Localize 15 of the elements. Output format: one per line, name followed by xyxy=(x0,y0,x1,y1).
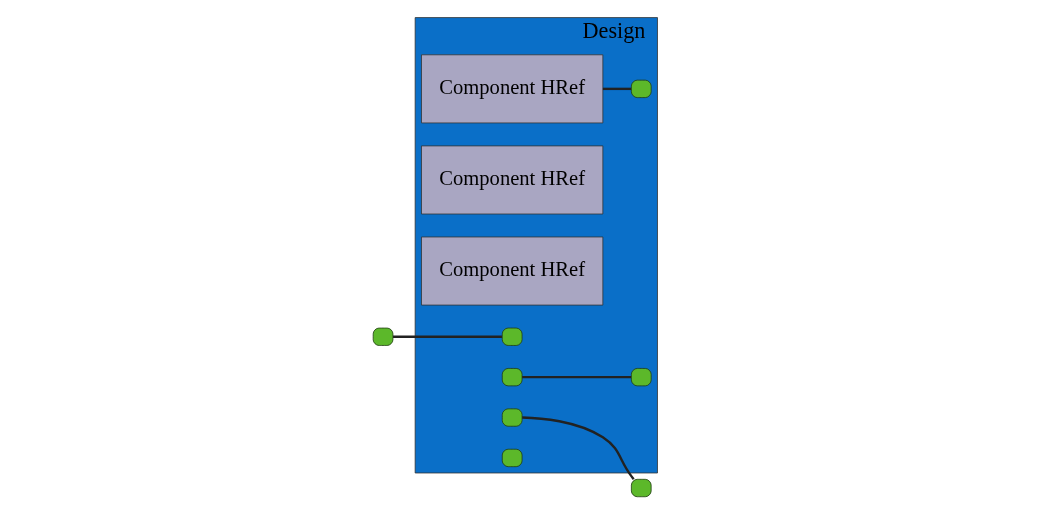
node-box xyxy=(630,478,652,498)
node-box xyxy=(630,79,652,98)
connector xyxy=(522,416,635,480)
node-box: Component HRef xyxy=(421,145,604,215)
node-box xyxy=(501,408,523,427)
node-box: Component HRef xyxy=(421,236,604,306)
node-box xyxy=(630,368,652,387)
connector xyxy=(393,335,502,338)
connector xyxy=(602,87,632,91)
node-box: Component HRef xyxy=(421,54,604,124)
node-box xyxy=(501,448,523,468)
node-box xyxy=(501,327,523,346)
node-box xyxy=(501,368,523,387)
node-box xyxy=(372,327,394,346)
connector xyxy=(522,375,632,379)
